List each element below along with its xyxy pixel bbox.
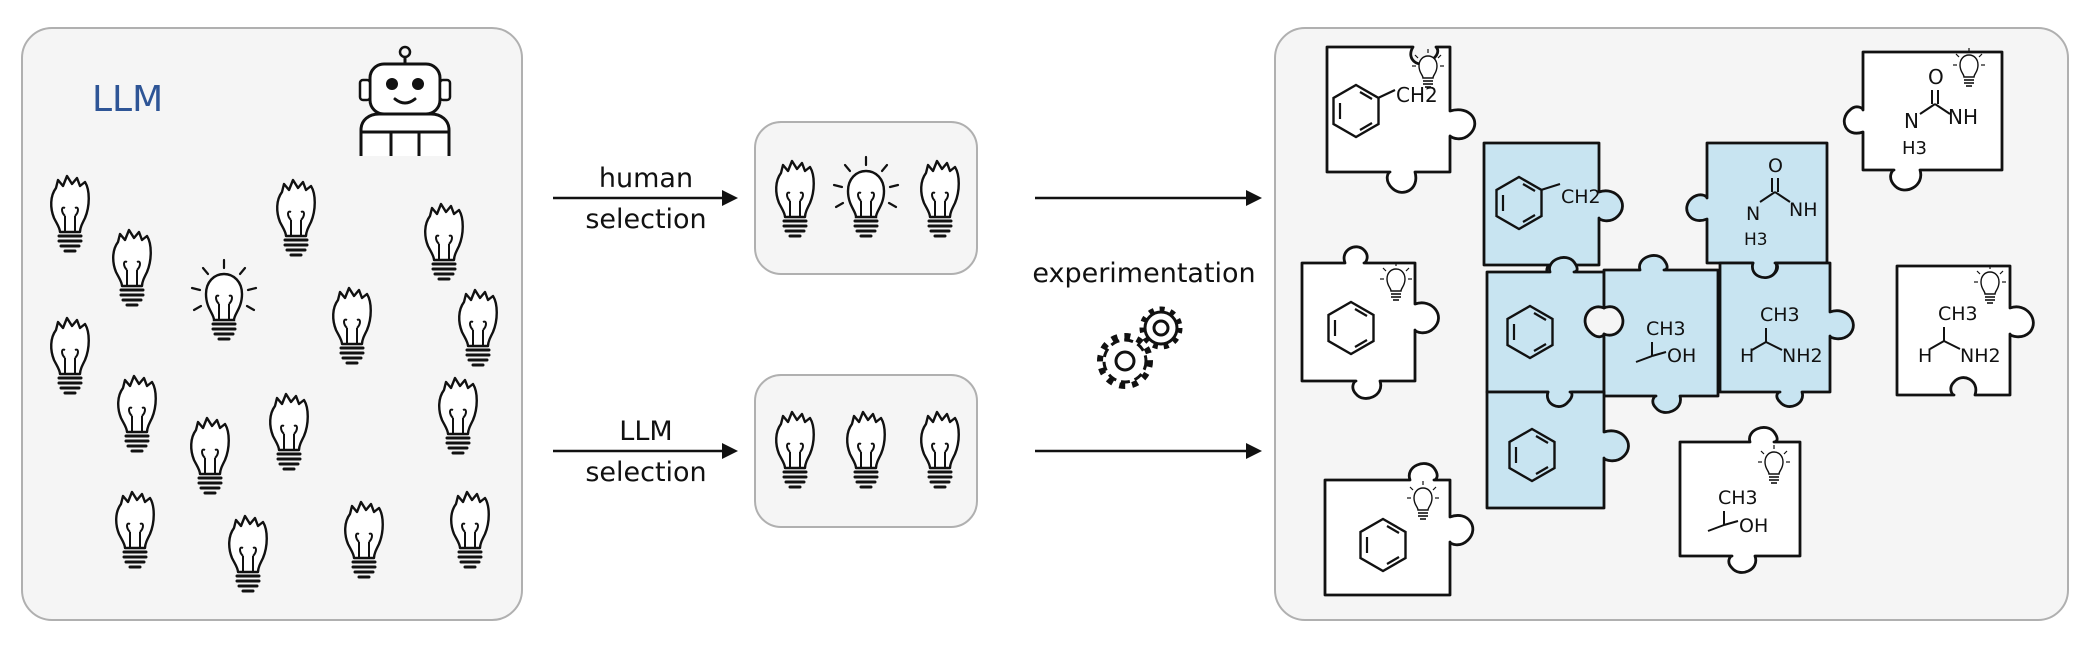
n-label: N <box>1904 109 1919 133</box>
oxygen-label: O <box>1768 155 1783 177</box>
puzzle-piece-highlight-urea: O NH N H3 <box>1685 141 1829 281</box>
puzzle-piece-benzene-bottom <box>1323 462 1475 597</box>
oxygen-label: O <box>1928 65 1944 89</box>
llm-selection-label-line1: LLM <box>619 416 672 447</box>
gears-icon <box>1097 306 1183 389</box>
puzzle-piece-isopropanol: CH3 OH <box>1678 426 1802 574</box>
ch2-label: CH2 <box>1561 186 1601 208</box>
ch3-label: CH3 <box>1718 487 1758 509</box>
oh-label: OH <box>1739 515 1768 537</box>
puzzle-piece-highlight-ethylamine: CH3 H NH2 <box>1718 261 1855 408</box>
puzzle-piece-benzene-left <box>1300 245 1440 400</box>
nh2-label: NH2 <box>1960 345 2001 367</box>
llm-selection-label-line2: selection <box>585 457 706 488</box>
h3-label: H3 <box>1902 138 1927 159</box>
human-selection-label-line2: selection <box>585 204 706 235</box>
experimentation-arrow-top <box>1035 190 1262 206</box>
assembled-molecule: CH2 O NH N H3 CH3 OH <box>1482 141 1855 510</box>
h-label: H <box>1918 345 1932 367</box>
llm-idea-panel <box>21 27 523 621</box>
ch3-label: CH3 <box>1938 303 1978 325</box>
human-selection-label-line1: human <box>599 163 693 194</box>
experimentation-arrow-bottom <box>1035 443 1262 459</box>
puzzle-piece-highlight-benzene-mid <box>1485 256 1606 409</box>
puzzle-piece-urea: O NH N H3 <box>1842 47 2004 192</box>
robot-icon <box>358 45 452 156</box>
puzzle-piece-benzyl: CH2 <box>1325 45 1477 194</box>
h-label: H <box>1740 345 1754 367</box>
oh-label: OH <box>1667 345 1696 367</box>
llm-title: LLM <box>92 79 163 120</box>
nh-label: NH <box>1789 199 1818 221</box>
ch3-label: CH3 <box>1760 304 1800 326</box>
puzzle-piece-highlight-isopropanol: CH3 OH <box>1602 254 1720 414</box>
puzzle-piece-highlight-benzyl: CH2 <box>1482 141 1624 284</box>
llm-selection-arrow <box>553 443 738 459</box>
puzzle-piece-highlight-benzene-bottom <box>1485 390 1630 510</box>
puzzle-piece-ethylamine: CH3 H NH2 <box>1895 264 2035 397</box>
ch2-label: CH2 <box>1396 83 1438 107</box>
nh-label: NH <box>1948 105 1978 129</box>
ch3-label: CH3 <box>1646 318 1686 340</box>
n-label: N <box>1746 203 1760 225</box>
experimentation-label: experimentation <box>1032 258 1255 289</box>
h3-label: H3 <box>1744 230 1768 250</box>
nh2-label: NH2 <box>1782 345 1823 367</box>
human-selection-arrow <box>553 190 738 206</box>
